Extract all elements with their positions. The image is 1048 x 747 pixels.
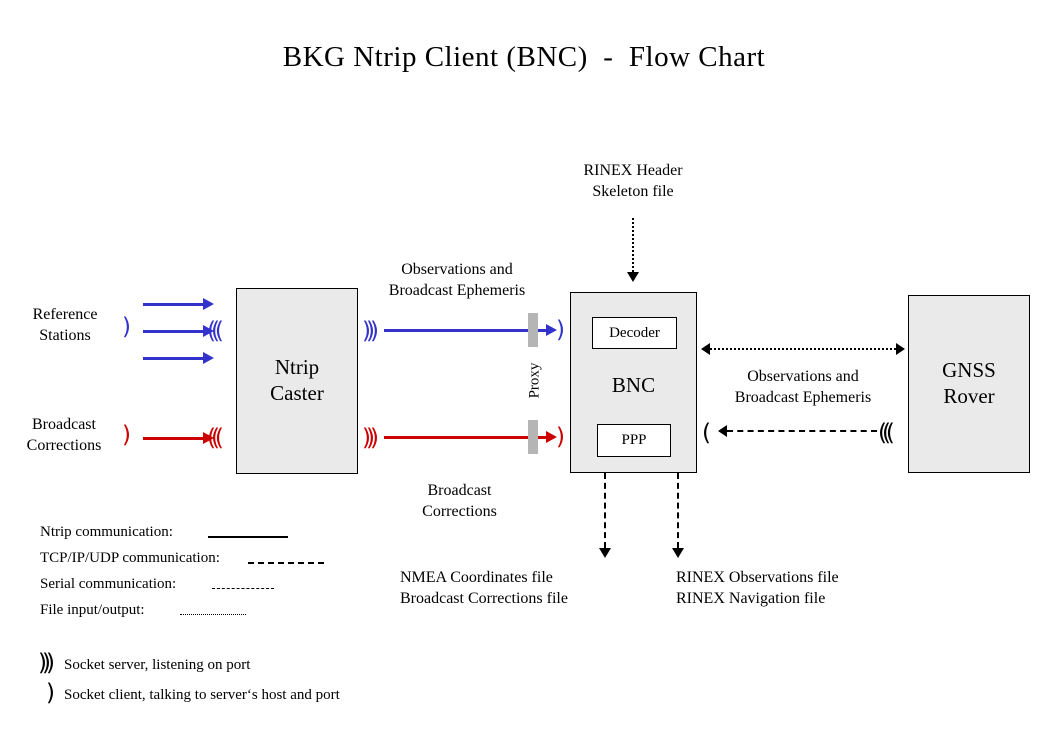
legend-row-tcp: TCP/IP/UDP communication: <box>40 550 370 576</box>
label-proxy: Proxy <box>505 350 565 410</box>
label-observations-ephemeris-caster: Observations and Broadcast Ephemeris <box>388 261 526 299</box>
ntrip-arrowhead-ref-1 <box>203 298 214 310</box>
socket-client-icon-bnc-rover: ) <box>702 420 711 446</box>
proxy-text: Proxy <box>526 362 543 398</box>
ntrip-arrowhead-ref-3 <box>203 352 214 364</box>
legend-sample-dotted <box>180 614 246 615</box>
file-line-skeleton-to-bnc <box>632 218 634 272</box>
box-ntrip-caster-label: Ntrip Caster <box>270 355 324 405</box>
ntrip-arrowhead-ref-2 <box>203 325 214 337</box>
ntrip-line-ref-2 <box>143 330 205 333</box>
ntrip-line-obs-to-bnc <box>384 329 548 332</box>
serial-line-bnc-rover <box>710 348 896 350</box>
file-arrowhead-rinex <box>672 548 684 558</box>
ntrip-arrowhead-corr-to-bnc <box>546 431 557 443</box>
legend-row-ntrip: Ntrip communication: <box>40 524 370 550</box>
proxy-bar-top <box>528 313 538 347</box>
page-title: BKG Ntrip Client (BNC) - Flow Chart <box>282 41 766 73</box>
legend-sample-dash-dot <box>212 588 274 589</box>
socket-server-icon-caster-out-blue: ))) <box>362 318 379 344</box>
serial-arrowhead-left <box>701 343 710 355</box>
ntrip-line-ref-1 <box>143 303 205 306</box>
socket-server-icon-key: ))) <box>38 650 55 676</box>
socket-client-icon-broadcast-corrections: ) <box>122 422 131 448</box>
label-nmea-output-files: NMEA Coordinates file Broadcast Correcti… <box>400 569 568 607</box>
legend: Ntrip communication: TCP/IP/UDP communic… <box>40 524 370 628</box>
legend-sample-dashed <box>248 562 324 564</box>
key-label-socket-client: Socket client, talking to server‘s host … <box>64 687 340 703</box>
tcp-arrowhead-rover-to-bnc <box>718 425 727 437</box>
file-arrowhead-nmea <box>599 548 611 558</box>
legend-label-file: File input/output: <box>40 602 145 618</box>
legend-row-file: File input/output: <box>40 602 370 628</box>
key-label-socket-server: Socket server, listening on port <box>64 657 251 673</box>
label-broadcast-corrections-input: Broadcast Corrections <box>26 416 102 454</box>
ntrip-arrowhead-obs-to-bnc <box>546 324 557 336</box>
legend-row-serial: Serial communication: <box>40 576 370 602</box>
file-line-rinex <box>677 473 679 548</box>
tcp-line-rover-to-bnc <box>727 430 877 432</box>
box-gnss-rover-label: GNSS Rover <box>942 358 996 408</box>
ntrip-arrowhead-corrections-in <box>203 432 214 444</box>
box-ppp-label: PPP <box>621 432 647 448</box>
box-ntrip-caster[interactable]: Ntrip Caster <box>236 288 358 474</box>
key-row-socket-server: ))) Socket server, listening on port <box>38 650 468 683</box>
socket-server-icon-caster-in-blue: ))) <box>212 318 224 344</box>
legend-label-serial: Serial communication: <box>40 576 177 592</box>
legend-sample-solid <box>208 536 288 538</box>
label-observations-ephemeris-rover: Observations and Broadcast Ephemeris <box>734 368 872 406</box>
box-ppp[interactable]: PPP <box>597 424 671 457</box>
legend-label-ntrip: Ntrip communication: <box>40 524 173 540</box>
file-arrowhead-skeleton-to-bnc <box>627 272 639 282</box>
legend-label-tcp: TCP/IP/UDP communication: <box>40 550 220 566</box>
box-decoder[interactable]: Decoder <box>592 317 677 349</box>
label-rinex-header-skeleton-file: RINEX Header Skeleton file <box>583 162 683 200</box>
socket-client-icon-bnc-obs: ) <box>556 317 565 343</box>
socket-key: ))) Socket server, listening on port ) S… <box>38 650 468 713</box>
label-reference-stations: Reference Stations <box>32 306 98 344</box>
proxy-bar-bottom <box>528 420 538 454</box>
key-row-socket-client: ) Socket client, talking to server‘s hos… <box>38 680 468 713</box>
ntrip-line-ref-3 <box>143 357 205 360</box>
socket-server-icon-caster-out-red: ))) <box>362 425 379 451</box>
label-rinex-output-files: RINEX Observations file RINEX Navigation… <box>676 569 839 607</box>
box-bnc-label: BNC <box>611 373 656 397</box>
box-decoder-label: Decoder <box>609 324 660 341</box>
label-broadcast-corrections-caster: Broadcast Corrections <box>422 482 497 520</box>
socket-client-icon-reference-stations: ) <box>122 314 131 340</box>
ntrip-line-corrections-in <box>143 437 205 440</box>
ntrip-line-corr-to-bnc <box>384 436 548 439</box>
serial-arrowhead-right <box>896 343 905 355</box>
box-gnss-rover[interactable]: GNSS Rover <box>908 295 1030 473</box>
socket-server-icon-rover: ))) <box>883 420 895 446</box>
socket-server-icon-caster-in-red: ))) <box>212 425 224 451</box>
file-line-nmea <box>604 473 606 548</box>
socket-client-icon-key: ) <box>46 680 55 706</box>
socket-client-icon-bnc-corr: ) <box>556 424 565 450</box>
